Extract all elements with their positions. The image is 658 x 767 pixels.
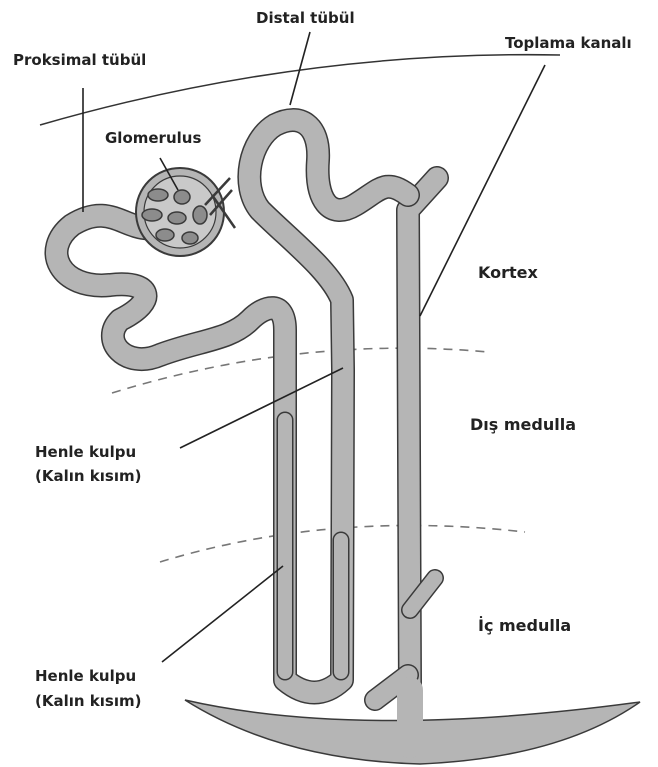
collecting-duct (375, 178, 437, 745)
label-henle-lower-line2: (Kalın kısım) (35, 691, 141, 712)
label-henle-upper-line1: Henle kulpu (35, 442, 136, 463)
label-collecting-duct: Toplama kanalı (505, 33, 632, 54)
label-distal-tubule: Distal tübül (256, 8, 355, 29)
region-outer-medulla: Dış medulla (470, 414, 576, 435)
label-proximal-tubule: Proksimal tübül (13, 50, 146, 71)
leader-henle-thick-lower (162, 566, 283, 662)
label-glomerulus: Glomerulus (105, 128, 201, 149)
leader-henle-thick-upper (180, 368, 343, 448)
label-henle-lower-line1: Henle kulpu (35, 666, 136, 687)
label-henle-upper-line2: (Kalın kısım) (35, 466, 141, 487)
region-cortex: Kortex (478, 262, 538, 283)
region-inner-medulla: İç medulla (478, 615, 571, 636)
glomerulus-capsule (136, 168, 235, 256)
